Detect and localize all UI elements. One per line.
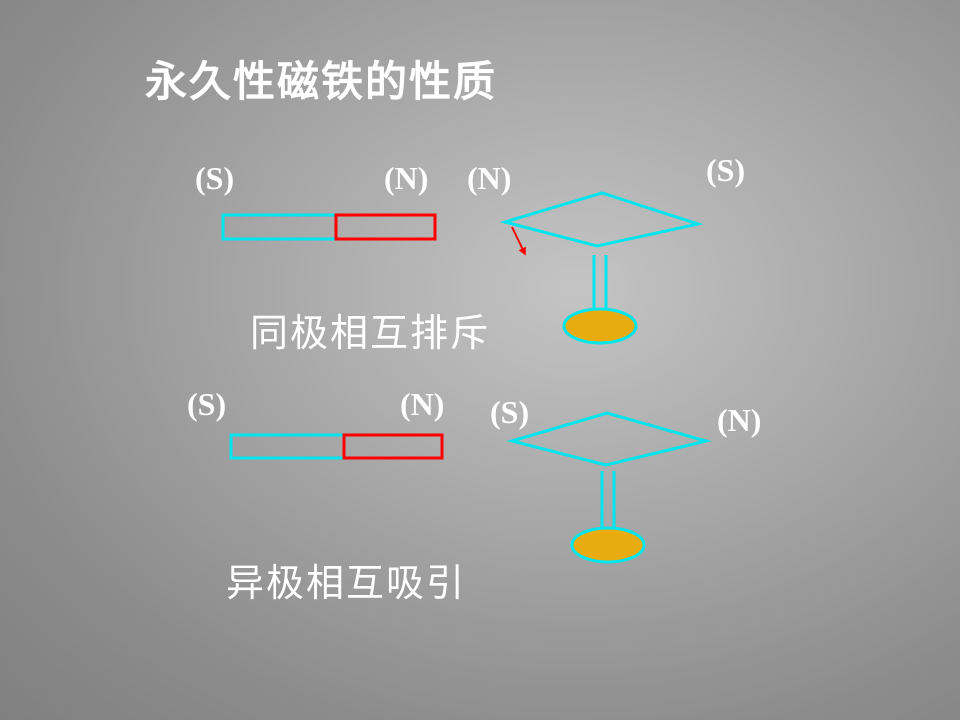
repel-bar-south-label: (S)	[195, 160, 235, 196]
attract-bar-north-half	[342, 433, 444, 460]
slide-title: 永久性磁铁的性质	[145, 57, 498, 106]
repel-needle-south-label: (S)	[706, 152, 746, 188]
repel-bar-magnet	[221, 213, 437, 241]
repel-needle-north-label: (N)	[467, 160, 512, 196]
repel-caption: 同极相互排斥	[250, 311, 491, 355]
attract-caption: 异极相互吸引	[226, 561, 467, 605]
attract-needle-north-label: (N)	[717, 402, 762, 438]
attract-needle-south-label: (S)	[490, 394, 530, 430]
repel-compass	[499, 191, 704, 345]
attract-compass	[506, 411, 712, 564]
attract-bar-south-half	[229, 433, 346, 460]
repel-direction-arrow	[511, 226, 526, 256]
attract-bar-north-label: (N)	[400, 386, 445, 422]
attract-bar-magnet	[229, 433, 444, 460]
repel-bar-north-half	[334, 213, 437, 241]
attract-needle	[506, 411, 712, 467]
repel-pivot-base	[562, 307, 638, 345]
repel-bar-south-half	[221, 213, 338, 241]
repel-needle	[499, 191, 704, 248]
attract-bar-south-label: (S)	[187, 386, 227, 422]
attract-pivot-base	[570, 526, 646, 564]
repel-bar-north-label: (N)	[384, 160, 429, 196]
